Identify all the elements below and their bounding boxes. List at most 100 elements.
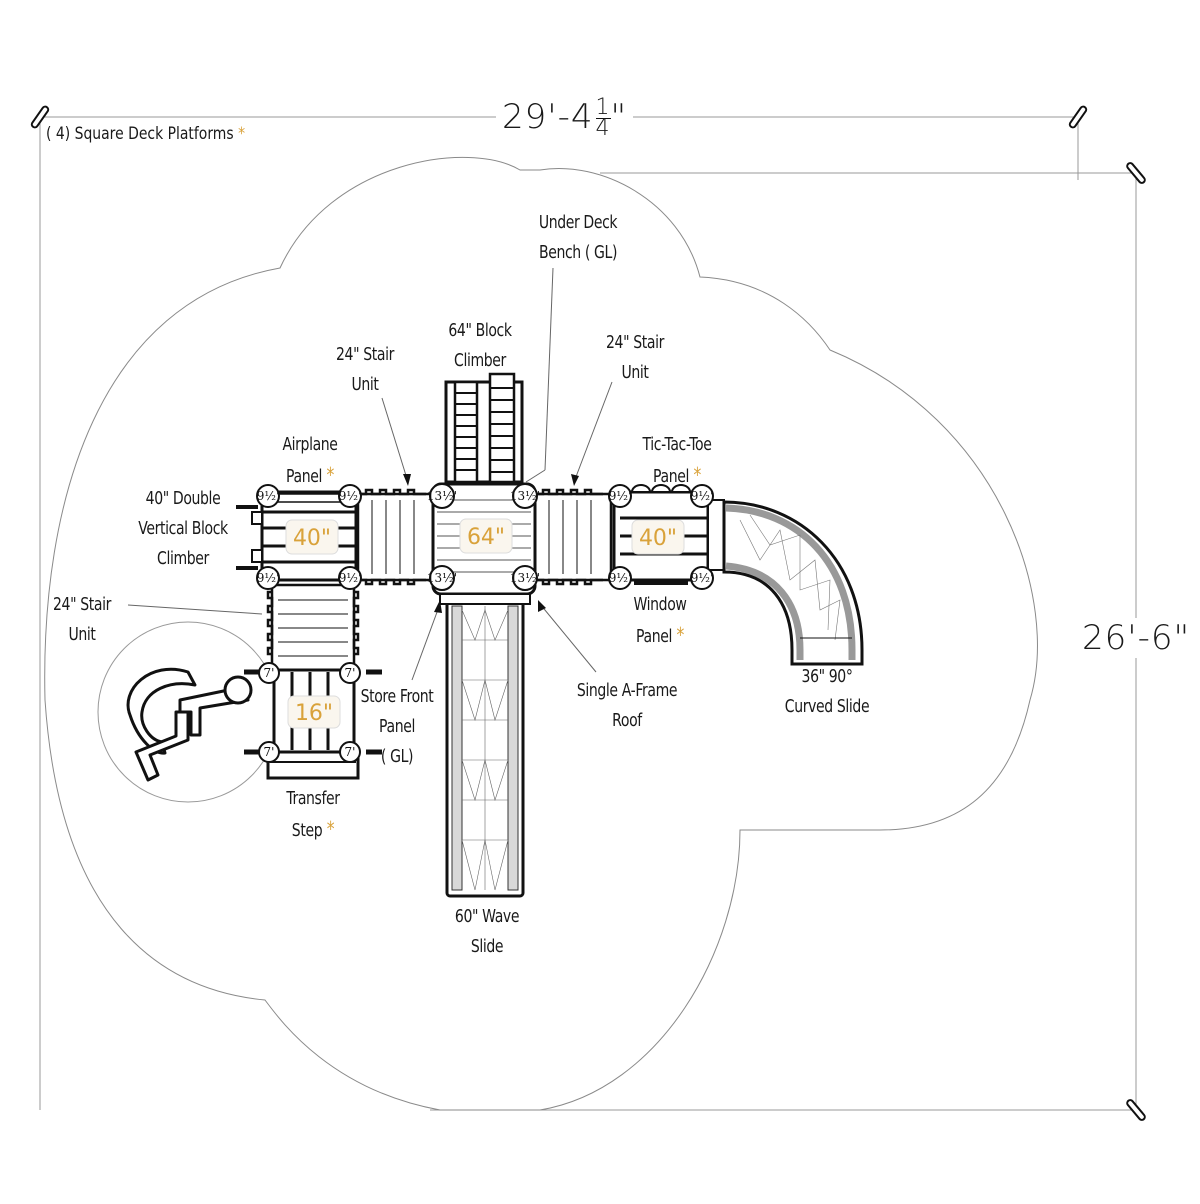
fraction-denominator: 4 — [595, 116, 611, 141]
post-label: 9½' — [609, 571, 632, 585]
label-line: Roof — [612, 710, 642, 731]
label-line: Panel * — [653, 463, 702, 487]
post-label: 9½' — [257, 489, 280, 503]
wave-slide-graphic — [439, 593, 531, 898]
width-dimension-whole: 29'-4 — [502, 97, 594, 137]
post-label: 9½' — [257, 571, 280, 585]
label-line: Window — [633, 594, 687, 615]
asterisk-icon: * — [671, 623, 685, 647]
label-line: Unit — [351, 374, 379, 395]
label-curved-slide: 36" 90° Curved Slide — [749, 662, 905, 722]
label-line: Panel * — [636, 623, 685, 647]
post-label: 13½' — [510, 489, 540, 503]
label-line: Tic-Tac-Toe — [642, 434, 712, 455]
post-label: 9½' — [609, 489, 632, 503]
label-line: Bench ( GL) — [538, 242, 618, 263]
post-label: 7' — [264, 666, 275, 680]
post-label: 13½' — [427, 489, 457, 503]
tick-mark — [1068, 105, 1088, 129]
label-line: Unit — [621, 362, 649, 383]
post-center-deck — [429, 483, 538, 591]
tick-mark — [1126, 1099, 1146, 1121]
asterisk-icon: * — [688, 463, 702, 487]
stair-unit-right-graphic — [533, 488, 613, 586]
label-line: Climber — [454, 350, 506, 371]
block-climber-64-graphic — [444, 372, 524, 484]
label-line: Single A-Frame — [576, 680, 678, 701]
label-line: 60" Wave — [454, 906, 520, 927]
label-line: Store Front — [360, 686, 434, 707]
post-labels: 9½' 9½' 9½' 9½' 13½' 13½' 13½' 13½' 9½' … — [257, 489, 714, 759]
label-line: 24" Stair — [606, 332, 664, 353]
label-line: Vertical Block — [138, 518, 228, 539]
note-text: ( 4) Square Deck Platforms — [46, 124, 234, 144]
label-line: Panel — [379, 716, 415, 737]
leader-lines — [127, 267, 613, 681]
tic-tac-toe-panel-graphic — [630, 484, 692, 493]
label-line: Panel * — [286, 463, 335, 487]
inch-mark: " — [610, 97, 628, 137]
post-right-deck — [608, 484, 714, 590]
tick-mark — [1126, 162, 1146, 184]
left-deck-graphic — [236, 490, 358, 582]
deck-height-label: 40" — [293, 526, 331, 551]
depth-dimension: 26'-6" — [1082, 618, 1191, 658]
tick-mark — [30, 105, 50, 129]
post-transfer-deck — [258, 662, 361, 763]
post-label: 13½' — [427, 571, 457, 585]
fraction-numerator: 1 — [595, 95, 611, 120]
transfer-deck-graphic — [244, 668, 382, 780]
post-label: 7' — [264, 745, 275, 759]
deck-platforms-note: ( 4) Square Deck Platforms * — [46, 124, 245, 144]
deck-height-label: 64" — [467, 525, 505, 550]
label-line: 24" Stair — [336, 344, 394, 365]
use-zone-boundary — [44, 156, 1038, 1111]
label-line: 24" Stair — [53, 594, 111, 615]
post-label: 9½' — [339, 571, 362, 585]
deck-height-label: 16" — [295, 701, 333, 726]
label-line: Climber — [157, 548, 209, 569]
post-label: 9½' — [691, 571, 714, 585]
asterisk-icon: * — [238, 124, 246, 144]
post-label: 9½' — [691, 489, 714, 503]
post-left-deck — [256, 484, 362, 590]
label-line: Under Deck — [538, 212, 618, 233]
post-label: 13½' — [510, 571, 540, 585]
curved-slide-graphic — [722, 500, 864, 666]
post-label: 7' — [345, 745, 356, 759]
center-deck-graphic — [431, 482, 537, 596]
wheelchair-icon — [97, 621, 279, 803]
label-line: Curved Slide — [784, 696, 870, 717]
label-line: Unit — [68, 624, 96, 645]
asterisk-icon: * — [322, 817, 335, 841]
asterisk-icon: * — [321, 463, 335, 487]
posts — [256, 483, 714, 763]
label-line: 40" Double — [145, 488, 221, 509]
stair-unit-lower-graphic — [266, 583, 360, 672]
label-line: Airplane — [282, 434, 338, 455]
stair-unit-left-graphic — [356, 488, 436, 586]
airplane-panel-graphic — [271, 493, 345, 503]
label-line: Transfer — [286, 788, 340, 809]
dimension-ticks — [30, 105, 1146, 1121]
label-line: ( GL) — [380, 746, 414, 767]
label-line: Step * — [291, 817, 335, 841]
post-label: 9½' — [339, 489, 362, 503]
deck-height-label: 40" — [639, 526, 677, 551]
label-line: Slide — [470, 936, 504, 957]
label-line: 36" 90° — [801, 666, 853, 687]
